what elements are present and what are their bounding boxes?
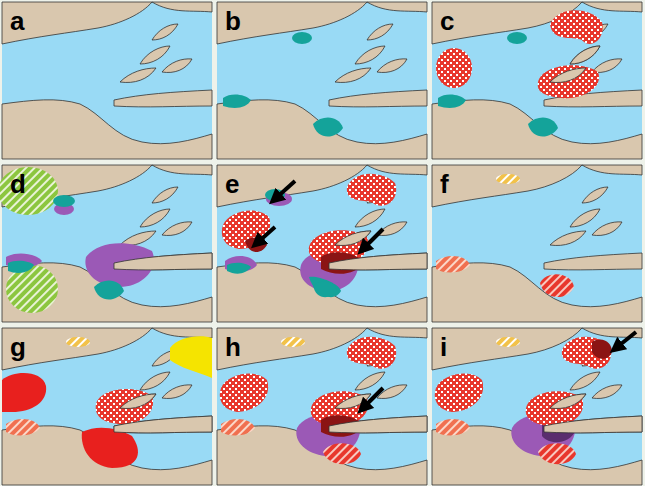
- panel-letter: g: [10, 334, 26, 360]
- panel-letter: i: [440, 334, 447, 360]
- panel-letter: a: [10, 8, 24, 34]
- panel-letter: f: [440, 171, 449, 197]
- panel-letter: c: [440, 8, 454, 34]
- panel-letter: h: [225, 334, 241, 360]
- panel-letter: e: [225, 171, 239, 197]
- panel-letter: b: [225, 8, 241, 34]
- panel-letter: d: [10, 171, 26, 197]
